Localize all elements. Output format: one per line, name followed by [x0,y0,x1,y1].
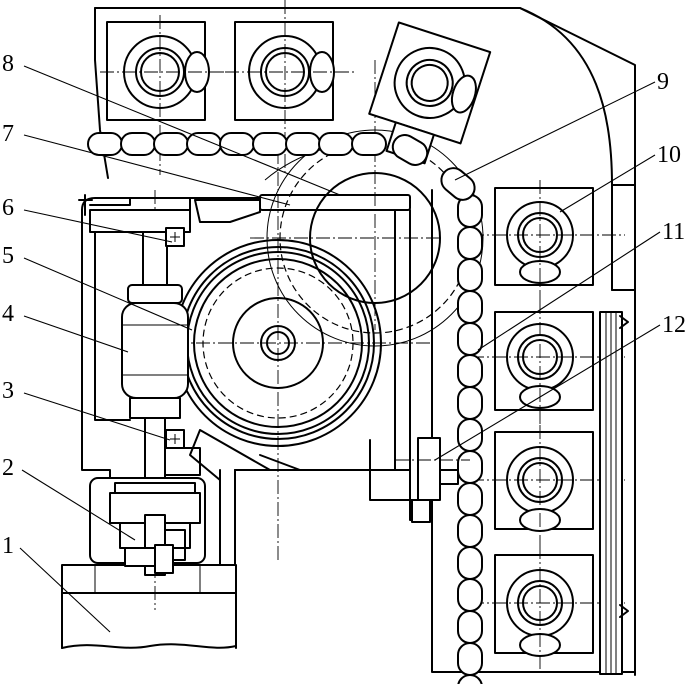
chain-link [457,578,483,612]
label-7: 7 [2,121,14,147]
label-8: 8 [2,51,14,77]
chain-link [457,610,483,644]
chain-link [457,546,483,580]
chain-link [457,450,483,484]
chain-link [457,386,483,420]
chain-link [120,132,156,156]
pallet-top-1 [100,15,225,175]
pallet-side-1 [470,180,625,300]
outer-casing [94,7,636,676]
leader-12 [434,324,661,461]
label-6: 6 [2,195,14,221]
drive-coupling [89,477,206,576]
leader-10 [559,154,656,213]
label-12: 12 [662,312,686,338]
part-labels: 1 2 3 4 5 6 7 8 9 10 11 12 [2,51,686,559]
guide-rail [599,311,629,675]
label-10: 10 [657,142,681,168]
label-3: 3 [2,378,14,404]
chain-link [457,290,483,324]
chain-link [457,354,483,388]
label-11: 11 [662,219,685,245]
chain-link [252,132,288,156]
leader-5 [23,257,193,331]
base-plate [61,564,237,649]
label-5: 5 [2,243,14,269]
chain-link [457,642,483,676]
chain-link [457,258,483,292]
label-9: 9 [657,69,669,95]
leader-1 [19,547,111,633]
leader-6 [23,209,173,243]
chain-link [457,226,483,260]
label-4: 4 [2,301,14,327]
chain-link [285,132,321,156]
chain-top [87,132,387,156]
chain-link [153,132,189,156]
leader-lines [19,65,661,633]
leader-8 [23,65,341,196]
label-2: 2 [2,455,14,481]
chain-link [457,418,483,452]
leader-3 [23,392,171,441]
leader-9 [454,81,656,181]
leader-2 [21,469,136,541]
chain-link [457,514,483,548]
chain-link [318,132,354,156]
chain-link [457,482,483,516]
tensioner-bracket [395,437,470,523]
leader-7 [23,134,291,206]
chain-corner [391,134,476,201]
label-1: 1 [2,533,14,559]
leader-11 [477,231,661,351]
chain-link [219,132,255,156]
pallet-side-4 [470,545,625,670]
leader-4 [23,315,129,353]
chain-link [457,674,483,684]
pallet-side-3 [470,425,625,545]
chain-link [351,132,387,156]
chain-link [87,132,123,156]
